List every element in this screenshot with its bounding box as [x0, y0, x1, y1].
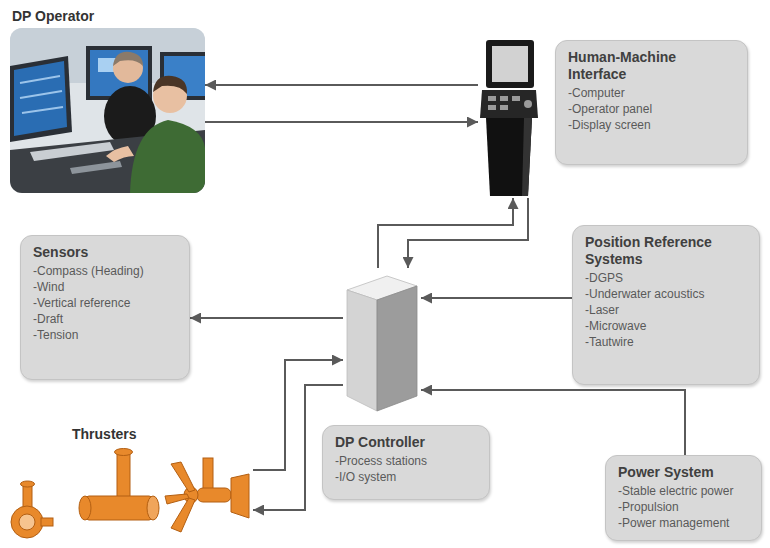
terminal-icon-part	[500, 105, 508, 110]
list-item: -Laser	[585, 302, 749, 318]
thrusters-illustration-part	[117, 452, 130, 500]
list-item: -Power management	[618, 515, 751, 531]
thrusters-illustration-part	[79, 496, 91, 520]
thrusters-illustration-part	[147, 496, 159, 520]
list-item: -Microwave	[585, 318, 749, 334]
thrusters-illustration-part	[85, 496, 153, 520]
flow-arrow	[205, 84, 478, 86]
operator-photo-part	[70, 161, 122, 174]
thrusters-illustration-part	[115, 449, 133, 456]
operator-photo	[10, 28, 205, 193]
node-heading: Power System	[618, 464, 751, 481]
list-item: -Draft	[33, 311, 179, 327]
flow-arrow	[253, 385, 343, 510]
thrusters-illustration-part	[41, 518, 53, 526]
thrusters-illustration-part	[21, 481, 35, 487]
operator-photo-part	[130, 120, 205, 193]
flow-arrow	[190, 317, 343, 319]
flow-arrow	[378, 198, 513, 268]
thrusters-illustration-part	[11, 506, 43, 538]
node-heading: DP Operator	[12, 8, 202, 25]
operator-photo-part	[106, 146, 134, 162]
node-heading: Sensors	[33, 244, 179, 261]
process-box: Power System -Stable electric power-Propu…	[605, 455, 762, 541]
terminal-icon-part	[486, 118, 532, 196]
flow-arrow	[408, 198, 528, 268]
list-item: -Computer	[568, 85, 737, 101]
list-item: -Compass (Heading)	[33, 263, 179, 279]
terminal-icon	[478, 38, 540, 198]
list-item: -Tension	[33, 327, 179, 343]
controller-icon	[343, 268, 421, 413]
node-heading: Human-Machine Interface	[568, 49, 737, 83]
node-heading: Position Reference Systems	[585, 234, 749, 268]
operator-photo-part	[153, 76, 187, 94]
controller-icon-part	[377, 286, 417, 411]
thrusters-illustration-part	[23, 484, 32, 508]
list-item: -Tautwire	[585, 334, 749, 350]
terminal-icon-part	[486, 40, 534, 88]
flow-arrow	[421, 297, 572, 299]
node-heading: Thrusters	[72, 426, 192, 443]
list-item: -Propulsion	[618, 499, 751, 515]
thrusters-illustration-part	[171, 498, 195, 532]
thrusters-illustration-part	[19, 514, 35, 530]
operator-photo-part	[10, 28, 205, 193]
list-item: -Display screen	[568, 117, 737, 133]
thrusters-illustration-part	[231, 474, 249, 518]
process-box: Position Reference Systems -DGPS-Underwat…	[572, 225, 760, 385]
list-item: -Vertical reference	[33, 295, 179, 311]
terminal-icon-part	[524, 100, 532, 108]
group-heading: DP Operator	[12, 8, 202, 27]
controller-icon-part	[347, 290, 377, 411]
list-item: -Operator panel	[568, 101, 737, 117]
process-box: Sensors -Compass (Heading)-Wind-Vertical …	[20, 235, 190, 380]
terminal-icon-part	[522, 118, 532, 196]
process-box: Human-Machine Interface -Computer-Operato…	[555, 40, 748, 165]
flow-arrow	[205, 121, 478, 123]
operator-photo-part	[10, 56, 72, 142]
thrusters-illustration	[5, 448, 253, 544]
list-item: -Stable electric power	[618, 483, 751, 499]
thrusters-illustration-part	[197, 488, 231, 502]
list-item: -I/O system	[335, 469, 479, 485]
operator-photo-part	[30, 142, 114, 161]
terminal-icon-part	[488, 105, 496, 110]
list-item: -DGPS	[585, 270, 749, 286]
flow-arrow	[253, 360, 343, 470]
thrusters-illustration-part	[165, 494, 189, 504]
thrusters-illustration-part	[11, 449, 249, 539]
operator-photo-part	[14, 61, 67, 136]
operator-photo-part	[10, 28, 205, 193]
node-heading: DP Controller	[335, 434, 479, 451]
operator-photo-part	[20, 76, 63, 113]
group-heading: Thrusters	[72, 426, 192, 445]
terminal-icon-part	[512, 96, 520, 101]
process-box: DP Controller -Process stations-I/O syste…	[322, 425, 490, 500]
list-item: -Wind	[33, 279, 179, 295]
terminal-icon-part	[500, 96, 508, 101]
terminal-icon-part	[488, 96, 496, 101]
terminal-icon-part	[492, 46, 528, 82]
terminal-icon-part	[480, 90, 538, 118]
list-item: -Process stations	[335, 453, 479, 469]
operator-photo-part	[113, 52, 143, 66]
flow-arrow	[421, 390, 685, 455]
thrusters-illustration-part	[171, 462, 195, 492]
list-item: -Underwater acoustics	[585, 286, 749, 302]
